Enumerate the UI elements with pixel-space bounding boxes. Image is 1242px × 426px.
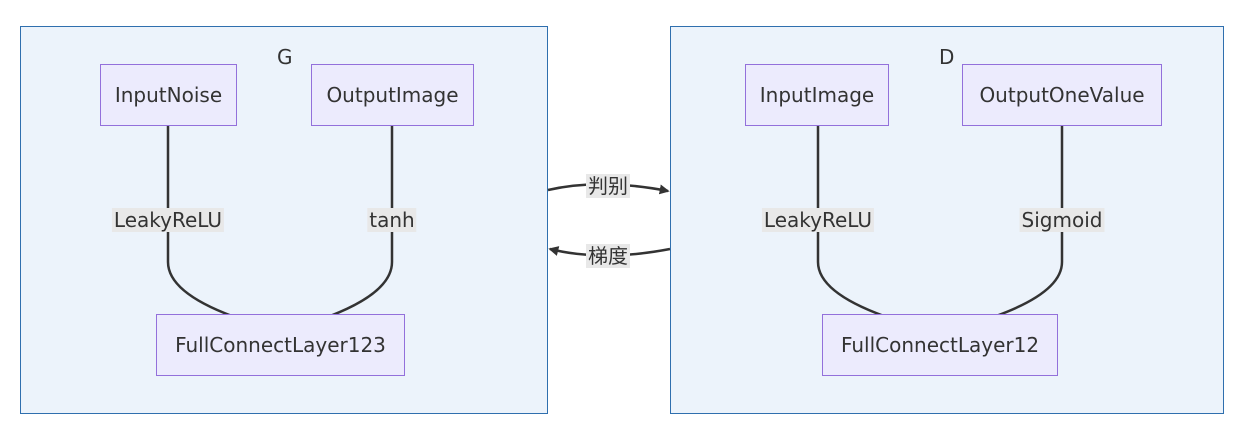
node-full-connect-layer-123[interactable]: FullConnectLayer123 (156, 314, 405, 376)
edge-label-discriminate: 判别 (586, 174, 630, 198)
node-full-connect-layer-12[interactable]: FullConnectLayer12 (822, 314, 1058, 376)
node-output-image-label: OutputImage (326, 83, 459, 107)
node-output-one-value-label: OutputOneValue (979, 83, 1145, 107)
edge-inputnoise-fullconnect (166, 126, 233, 318)
edge-outputvalue-fullconnect (995, 126, 1064, 318)
node-output-image[interactable]: OutputImage (311, 64, 474, 126)
node-input-image[interactable]: InputImage (745, 64, 889, 126)
edge-label-g-leakyrelu: LeakyReLU (111, 208, 225, 232)
edge-label-gradient: 梯度 (586, 244, 630, 268)
edge-inputimage-fullconnect (816, 126, 885, 318)
edge-label-g-tanh: tanh (367, 208, 417, 232)
cluster-title-discriminator: D (939, 45, 955, 69)
cluster-title-generator: G (277, 45, 293, 69)
edge-label-d-leakyrelu: LeakyReLU (761, 208, 875, 232)
node-input-image-label: InputImage (759, 83, 875, 107)
node-full-connect-layer-12-label: FullConnectLayer12 (840, 333, 1040, 357)
node-input-noise-label: InputNoise (114, 83, 223, 107)
node-full-connect-layer-123-label: FullConnectLayer123 (175, 333, 386, 357)
edge-label-d-sigmoid: Sigmoid (1019, 208, 1105, 232)
node-output-one-value[interactable]: OutputOneValue (962, 64, 1162, 126)
node-input-noise[interactable]: InputNoise (100, 64, 237, 126)
edge-outputimage-fullconnect (329, 126, 394, 318)
